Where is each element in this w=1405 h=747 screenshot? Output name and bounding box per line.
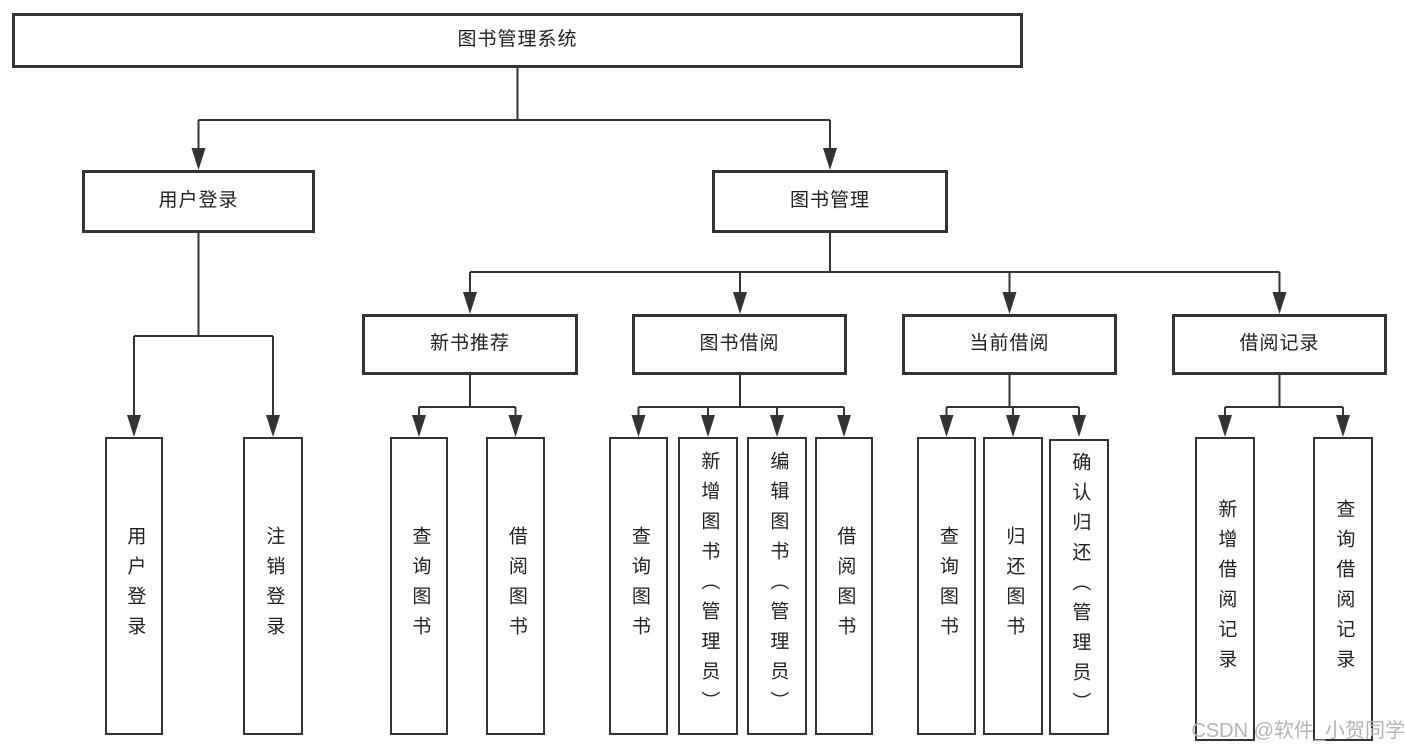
node-leaf-borrow-books-2: 借阅图书 [815,437,873,735]
arrowheads-level3 [463,292,1287,314]
node-leaf-query-borrow-record: 查询借阅记录 [1313,437,1373,741]
arrowheads-current-borrow-children [939,415,1086,437]
node-leaf-query-books-3: 查询图书 [917,437,976,735]
arrowheads-new-book-children [412,415,523,437]
connector-user-login-branch [133,233,274,417]
node-leaf-borrow-books-1: 借阅图书 [486,437,545,735]
csdn-watermark: CSDN @软件_小贺同学 [1191,720,1405,742]
node-root-library-system: 图书管理系统 [12,13,1023,68]
node-leaf-return-books: 归还图书 [983,437,1043,735]
node-leaf-query-books-2: 查询图书 [609,437,668,735]
node-leaf-add-books-admin: 新增图书（管理员） [678,437,738,735]
node-new-book-recommend: 新书推荐 [362,314,578,375]
arrowheads-level2 [191,148,837,170]
connector-new-book-branch [418,375,517,417]
arrowheads-book-borrow-children [631,415,851,437]
node-leaf-query-books-1: 查询图书 [390,437,448,735]
connector-current-borrow-branch [945,375,1080,417]
node-leaf-edit-books-admin: 编辑图书（管理员） [747,437,807,735]
node-leaf-confirm-return-admin: 确认归还（管理员） [1049,439,1109,735]
node-book-management-group: 图书管理 [712,170,948,233]
node-current-borrowing: 当前借阅 [902,314,1117,375]
node-leaf-add-borrow-record: 新增借阅记录 [1195,437,1255,741]
node-book-borrowing: 图书借阅 [632,314,847,375]
node-leaf-logout: 注销登录 [243,437,303,735]
node-leaf-user-login: 用户登录 [105,437,163,735]
connector-book-mgmt-branch [469,233,1281,294]
connector-borrow-record-branch [1224,375,1344,417]
node-borrowing-records: 借阅记录 [1172,314,1387,375]
arrowheads-user-login-children [127,415,280,437]
arrowheads-borrow-record-children [1218,415,1350,437]
node-user-login-group: 用户登录 [82,170,315,233]
connector-root-to-level2 [197,68,831,150]
connector-book-borrow-branch [637,375,845,417]
